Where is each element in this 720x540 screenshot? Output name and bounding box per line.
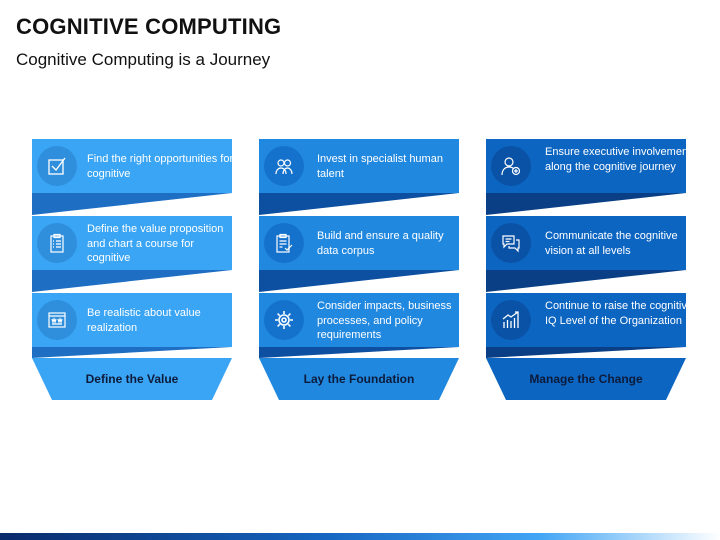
- card-text: Consider impacts, business processes, an…: [317, 300, 452, 341]
- chat-bubbles-icon: [491, 223, 531, 263]
- growth-chart-icon: [491, 300, 531, 340]
- user-add-icon: [491, 146, 531, 186]
- column-3-label: Manage the Change: [529, 372, 643, 386]
- column-2-base: [259, 358, 459, 400]
- clipboard-checklist-icon: [37, 223, 77, 263]
- clipboard-check-icon: [264, 223, 304, 263]
- card-text: Invest in specialist human talent: [317, 153, 443, 180]
- column-3-base: [486, 358, 686, 400]
- footer-gradient-bar: [0, 533, 720, 540]
- card-text: Be realistic about value realization: [87, 307, 201, 334]
- column-1-label: Define the Value: [85, 372, 179, 386]
- column-2-label: Lay the Foundation: [303, 372, 415, 386]
- card-text: Ensure executive involvement along the c…: [545, 146, 692, 173]
- checkbox-icon: [37, 146, 77, 186]
- card-text: Find the right opportunities for cogniti…: [87, 153, 234, 180]
- page-subtitle: Cognitive Computing is a Journey: [16, 50, 271, 69]
- card-text: Continue to raise the cognitive IQ Level…: [545, 300, 693, 327]
- gear-icon: [264, 300, 304, 340]
- people-icon: [264, 146, 304, 186]
- page-title: COGNITIVE COMPUTING: [16, 14, 282, 39]
- card-text: Define the value proposition and chart a…: [87, 223, 224, 264]
- web-browser-icon: [37, 300, 77, 340]
- card-text: Communicate the cognitive vision at all …: [545, 230, 678, 257]
- column-1-base: [32, 358, 232, 400]
- card-text: Build and ensure a quality data corpus: [317, 230, 444, 257]
